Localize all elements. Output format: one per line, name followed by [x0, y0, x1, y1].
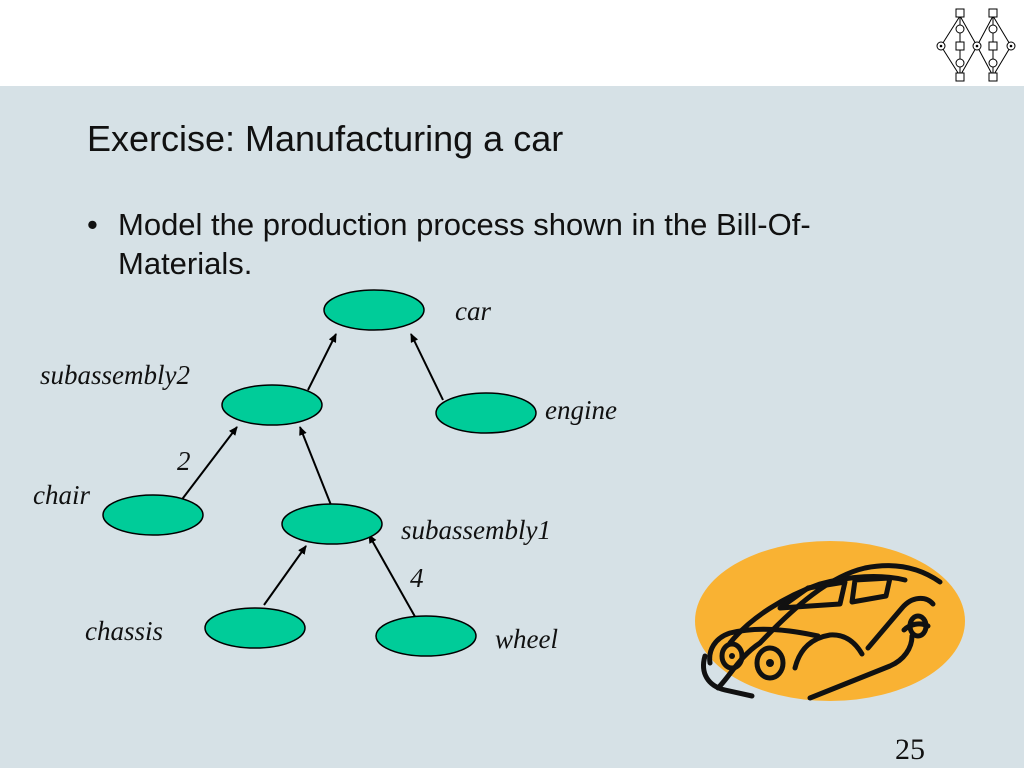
slide-title: Exercise: Manufacturing a car [87, 118, 564, 159]
bullet-marker: • [87, 207, 98, 242]
label-subassembly1: subassembly1 [401, 515, 551, 545]
edge-chassis-subassembly1 [263, 545, 307, 606]
node-chassis [204, 607, 306, 649]
page-number: 25 [895, 733, 925, 766]
node-car [323, 289, 425, 331]
node-chair [102, 494, 204, 536]
quantity-wheel: 4 [410, 563, 424, 593]
edge-subassembly2-car [307, 333, 337, 391]
edge-wheel-subassembly1 [368, 534, 419, 623]
node-subassembly1 [281, 503, 383, 545]
node-subassembly2 [221, 384, 323, 426]
edge-chair-subassembly2 [179, 426, 238, 503]
label-chassis: chassis [85, 616, 163, 646]
label-car: car [455, 296, 491, 326]
node-wheel [375, 615, 477, 657]
label-chair: chair [33, 480, 90, 510]
car-clipart-icon [695, 541, 965, 701]
label-wheel: wheel [495, 624, 558, 654]
quantity-chair: 2 [177, 446, 191, 476]
header-band [0, 0, 1024, 86]
label-engine: engine [545, 395, 617, 425]
bullet-text: Model the production process shown in th… [118, 207, 811, 281]
node-engine [435, 392, 537, 434]
label-subassembly2: subassembly2 [40, 360, 190, 390]
petri-net-logo-icon [936, 8, 1016, 82]
edge-engine-car [410, 333, 444, 401]
edge-subassembly1-subassembly2 [299, 426, 332, 506]
